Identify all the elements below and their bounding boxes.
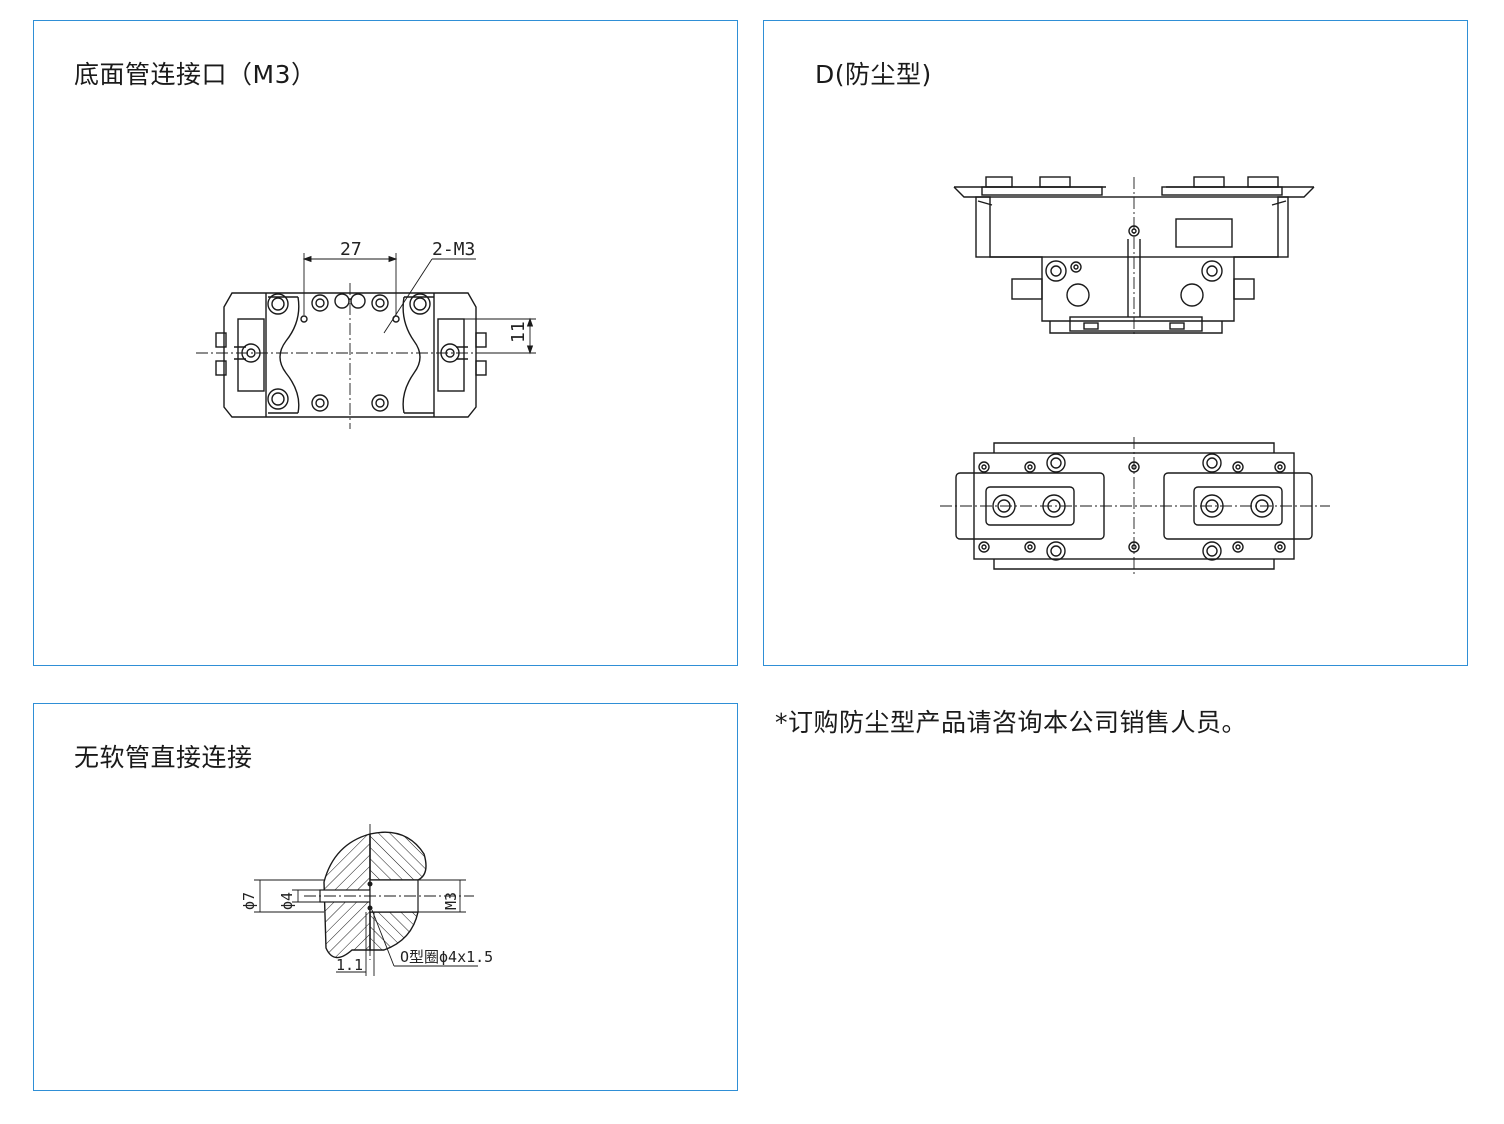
oring-label: O型圈ϕ4x1.5 [400,948,493,966]
dim-phi7-label: ϕ7 [240,892,258,910]
bottom-port-panel: 底面管连接口（M3） [33,20,738,666]
bottom-port-drawing: 27 2-M3 11 [196,239,536,429]
dustproof-panel: D(防尘型) [763,20,1468,666]
dustproof-drawing [940,176,1330,577]
direct-connection-drawing: ϕ7 ϕ4 M3 1.1 O型圈ϕ4x1.5 [240,824,493,976]
direct-connection-title: 无软管直接连接 [74,743,253,772]
bottom-port-title: 底面管连接口（M3） [74,60,317,89]
label-2-m3: 2-M3 [432,239,475,260]
dim-1-1-label: 1.1 [336,956,363,974]
direct-connection-panel: 无软管直接连接 [33,703,738,1091]
order-note: *订购防尘型产品请咨询本公司销售人员。 [775,708,1248,737]
dustproof-title: D(防尘型) [815,60,932,89]
dim-27-label: 27 [340,239,362,260]
dim-m3-label: M3 [442,892,460,910]
dim-phi4-label: ϕ4 [278,892,296,910]
dim-11-label: 11 [508,321,529,343]
